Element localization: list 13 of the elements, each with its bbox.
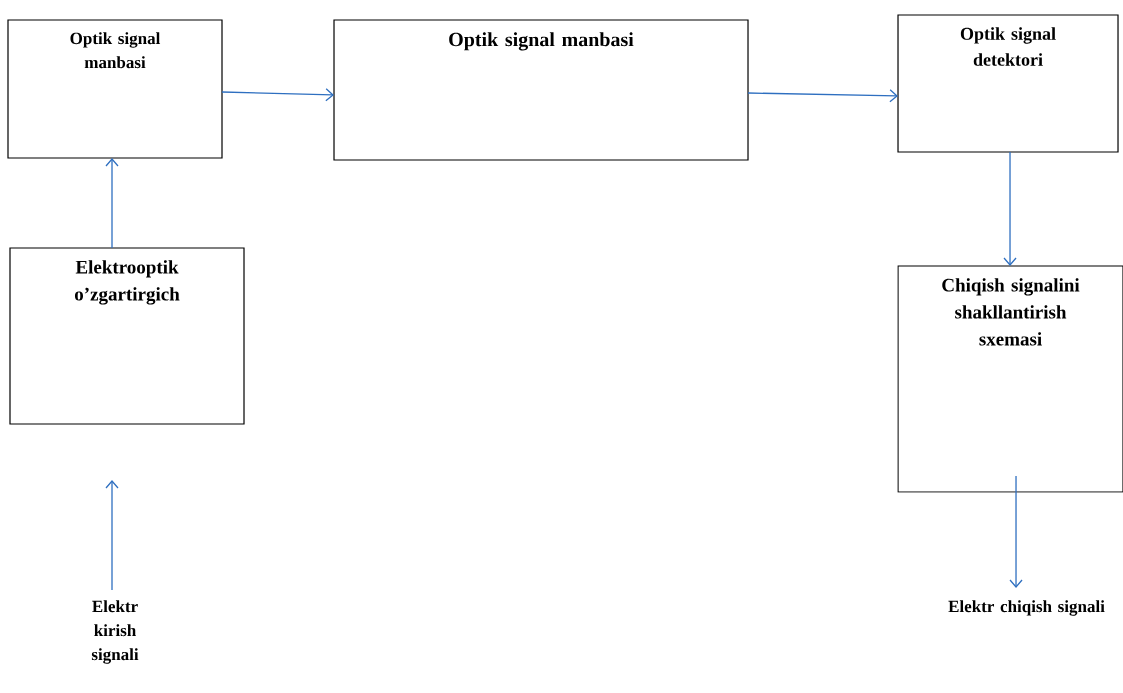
signal-label: Elektr chiqish signali bbox=[948, 600, 1105, 616]
process-box: Optik signal detektori bbox=[897, 14, 1119, 153]
signal-label: Elektr kirish signali bbox=[91, 600, 139, 664]
arrow bbox=[747, 89, 898, 103]
arrow bbox=[1009, 475, 1023, 588]
arrow bbox=[105, 480, 119, 591]
arrow bbox=[105, 158, 119, 249]
arrow bbox=[1003, 151, 1017, 266]
process-box: Optik signal manbasi bbox=[333, 19, 749, 161]
arrow bbox=[221, 88, 334, 102]
process-box: Chiqish signalini shakllantirish sxemasi bbox=[897, 265, 1123, 493]
process-box: Elektrooptik o’zgartirgich bbox=[9, 247, 245, 425]
process-box: Optik signal manbasi bbox=[7, 19, 223, 159]
